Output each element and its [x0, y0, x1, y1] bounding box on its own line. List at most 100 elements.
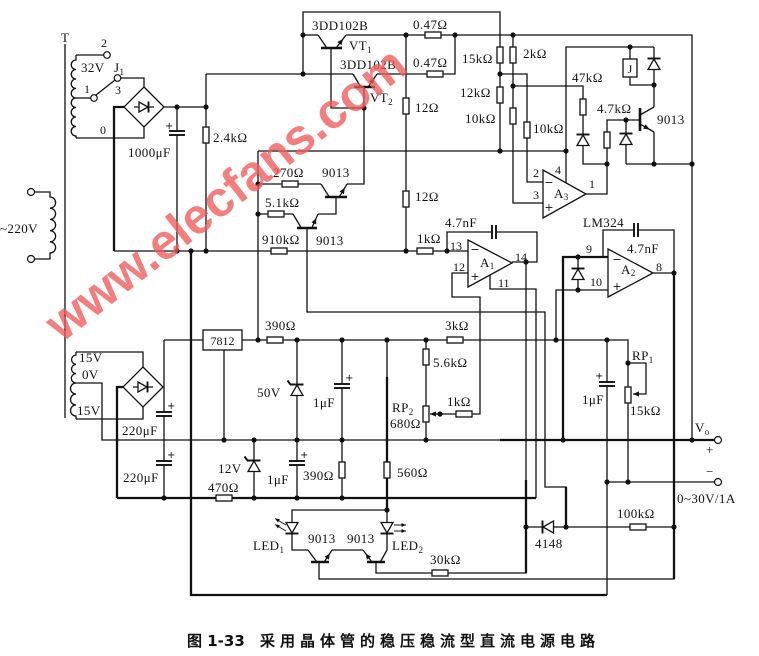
terminal-2-label: 2	[101, 36, 107, 50]
rp2-value-label: 680Ω	[390, 416, 421, 431]
wire-vt2-base	[347, 87, 365, 185]
vt1-name: VT	[349, 38, 367, 53]
wire-a2-inv	[561, 255, 608, 440]
junction-dot	[497, 148, 503, 154]
output-rating-label: 0~30V/1A	[677, 491, 736, 506]
junctions	[161, 32, 695, 530]
neg-cap-label: 1μF	[267, 472, 289, 487]
opamp-a3-minus-mark: −	[544, 176, 553, 189]
led1-sub: 1	[279, 545, 284, 555]
a2-pin-inv: 9	[586, 242, 592, 256]
output-terminal-minus	[713, 477, 723, 487]
a1-feedback-cap-label: 4.7nF	[445, 215, 477, 230]
capacitor-1uf-ref	[332, 383, 352, 389]
junction-dot	[255, 211, 261, 217]
led2	[379, 521, 395, 535]
aux-secondary-coil	[69, 352, 77, 419]
a3-pin-vpos: 4	[555, 163, 561, 177]
junction-dot	[255, 337, 261, 343]
opamp-a1: − +	[467, 238, 514, 289]
wire-driver-link	[318, 197, 337, 215]
resistor-100k	[629, 523, 647, 531]
resistor-390-series	[266, 336, 284, 344]
junction-dot	[651, 82, 657, 88]
relay-contact-arm	[95, 79, 116, 96]
resistor-910k-label: 910kΩ	[262, 232, 300, 247]
vt1-label: VT1	[349, 38, 372, 55]
capacitor-220uf-upper	[154, 411, 174, 417]
tap-voltage-label: 32V	[81, 60, 105, 75]
resistor-4k7	[603, 131, 611, 149]
led1-driver-emitter-lead	[323, 549, 333, 562]
junction-dot	[384, 507, 390, 513]
a1-pin-vneg: 11	[498, 276, 510, 290]
relay-driver-collector-lead	[639, 106, 655, 116]
rp2-label: RP2	[392, 400, 413, 417]
a3-name: A	[554, 186, 564, 201]
terminal-1-label: 1	[84, 82, 90, 96]
vt2-name: VT	[370, 90, 388, 105]
resistor-4k7-label: 4.7kΩ	[597, 101, 631, 116]
junction-dot	[604, 161, 610, 167]
junction-dot	[423, 437, 429, 443]
wire-bridge-negative	[112, 105, 124, 251]
led1-driver-part-label: 9013	[308, 531, 336, 546]
vt2-emitter-resistor-label: 0.47Ω	[413, 55, 447, 70]
wire-vt1-base	[330, 48, 364, 109]
caption-figure-number: 图 1-33	[187, 632, 245, 650]
cap-220uf-upper-label: 220μF	[122, 423, 158, 438]
a2-pin-out: 8	[656, 260, 662, 274]
rp1-label: RP1	[632, 348, 653, 365]
led1-light-arrow	[274, 518, 287, 526]
figure-caption: 图 1-33 采用晶体管的稳压稳流型直流电源电路	[187, 632, 596, 650]
resistor-12k	[496, 86, 504, 104]
resistor-10k-a-label: 10kΩ	[465, 111, 496, 126]
output-voltage-label: Vo	[695, 420, 710, 437]
diode-47k-branch	[575, 133, 591, 147]
opamp-a3: − +	[542, 168, 588, 220]
vt2-sub: 2	[388, 97, 393, 107]
led2-driver-collector-lead	[379, 549, 388, 562]
zener-12v	[243, 455, 262, 473]
transistor-vt2	[352, 73, 378, 89]
junction-dot	[651, 161, 657, 167]
led1-name: LED	[253, 538, 279, 553]
a3-pin-inv: 2	[533, 166, 539, 180]
junction-dot	[623, 117, 629, 123]
junction-dot	[294, 337, 300, 343]
wire-relay-coil-bottom	[629, 77, 654, 86]
junction-dot	[403, 248, 409, 254]
series-resistor-label: 390Ω	[265, 318, 296, 333]
a3-sub: 3	[564, 192, 569, 202]
transistors	[292, 34, 655, 564]
junction-dot	[251, 495, 257, 501]
potentiometer-rp2	[422, 405, 430, 423]
led2-label: LED2	[392, 538, 423, 555]
driver-upper-emitter-lead	[338, 183, 348, 197]
relay-contact-label: J1	[114, 60, 124, 77]
capacitor-4n7-a2	[633, 220, 639, 240]
led1-label: LED1	[253, 538, 284, 555]
relay-coil-box	[622, 58, 638, 78]
caption-title: 采用晶体管的稳压稳流型直流电源电路	[259, 632, 596, 650]
ref-zener-label: 50V	[257, 385, 281, 400]
bleeder-resistor-label: 2.4kΩ	[213, 130, 247, 145]
terminal-3-label: 3	[115, 83, 121, 97]
resistor-47k-label: 47kΩ	[572, 70, 603, 85]
wire-a1-feedback	[446, 231, 538, 263]
transformer-label: T	[61, 30, 69, 45]
wire-negative-return	[189, 251, 607, 597]
junction-dot	[510, 32, 516, 38]
capacitor-1uf-current	[597, 381, 617, 387]
wire-collector-top	[302, 11, 501, 151]
rp2-sub: 2	[409, 407, 414, 417]
resistor-560	[383, 461, 391, 479]
vt1-emitter-resistor-label: 0.47Ω	[413, 17, 447, 32]
resistor-2k-label: 2kΩ	[523, 46, 547, 61]
wire-terminal-0	[76, 127, 145, 139]
capacitor-220uf-lower	[154, 460, 174, 466]
filter-cap-label: 1000μF	[128, 145, 171, 160]
ref-resistor-label: 390Ω	[303, 468, 334, 483]
diode-a2-input-clamp	[570, 267, 586, 281]
opamp-part-label: LM324	[583, 215, 624, 230]
